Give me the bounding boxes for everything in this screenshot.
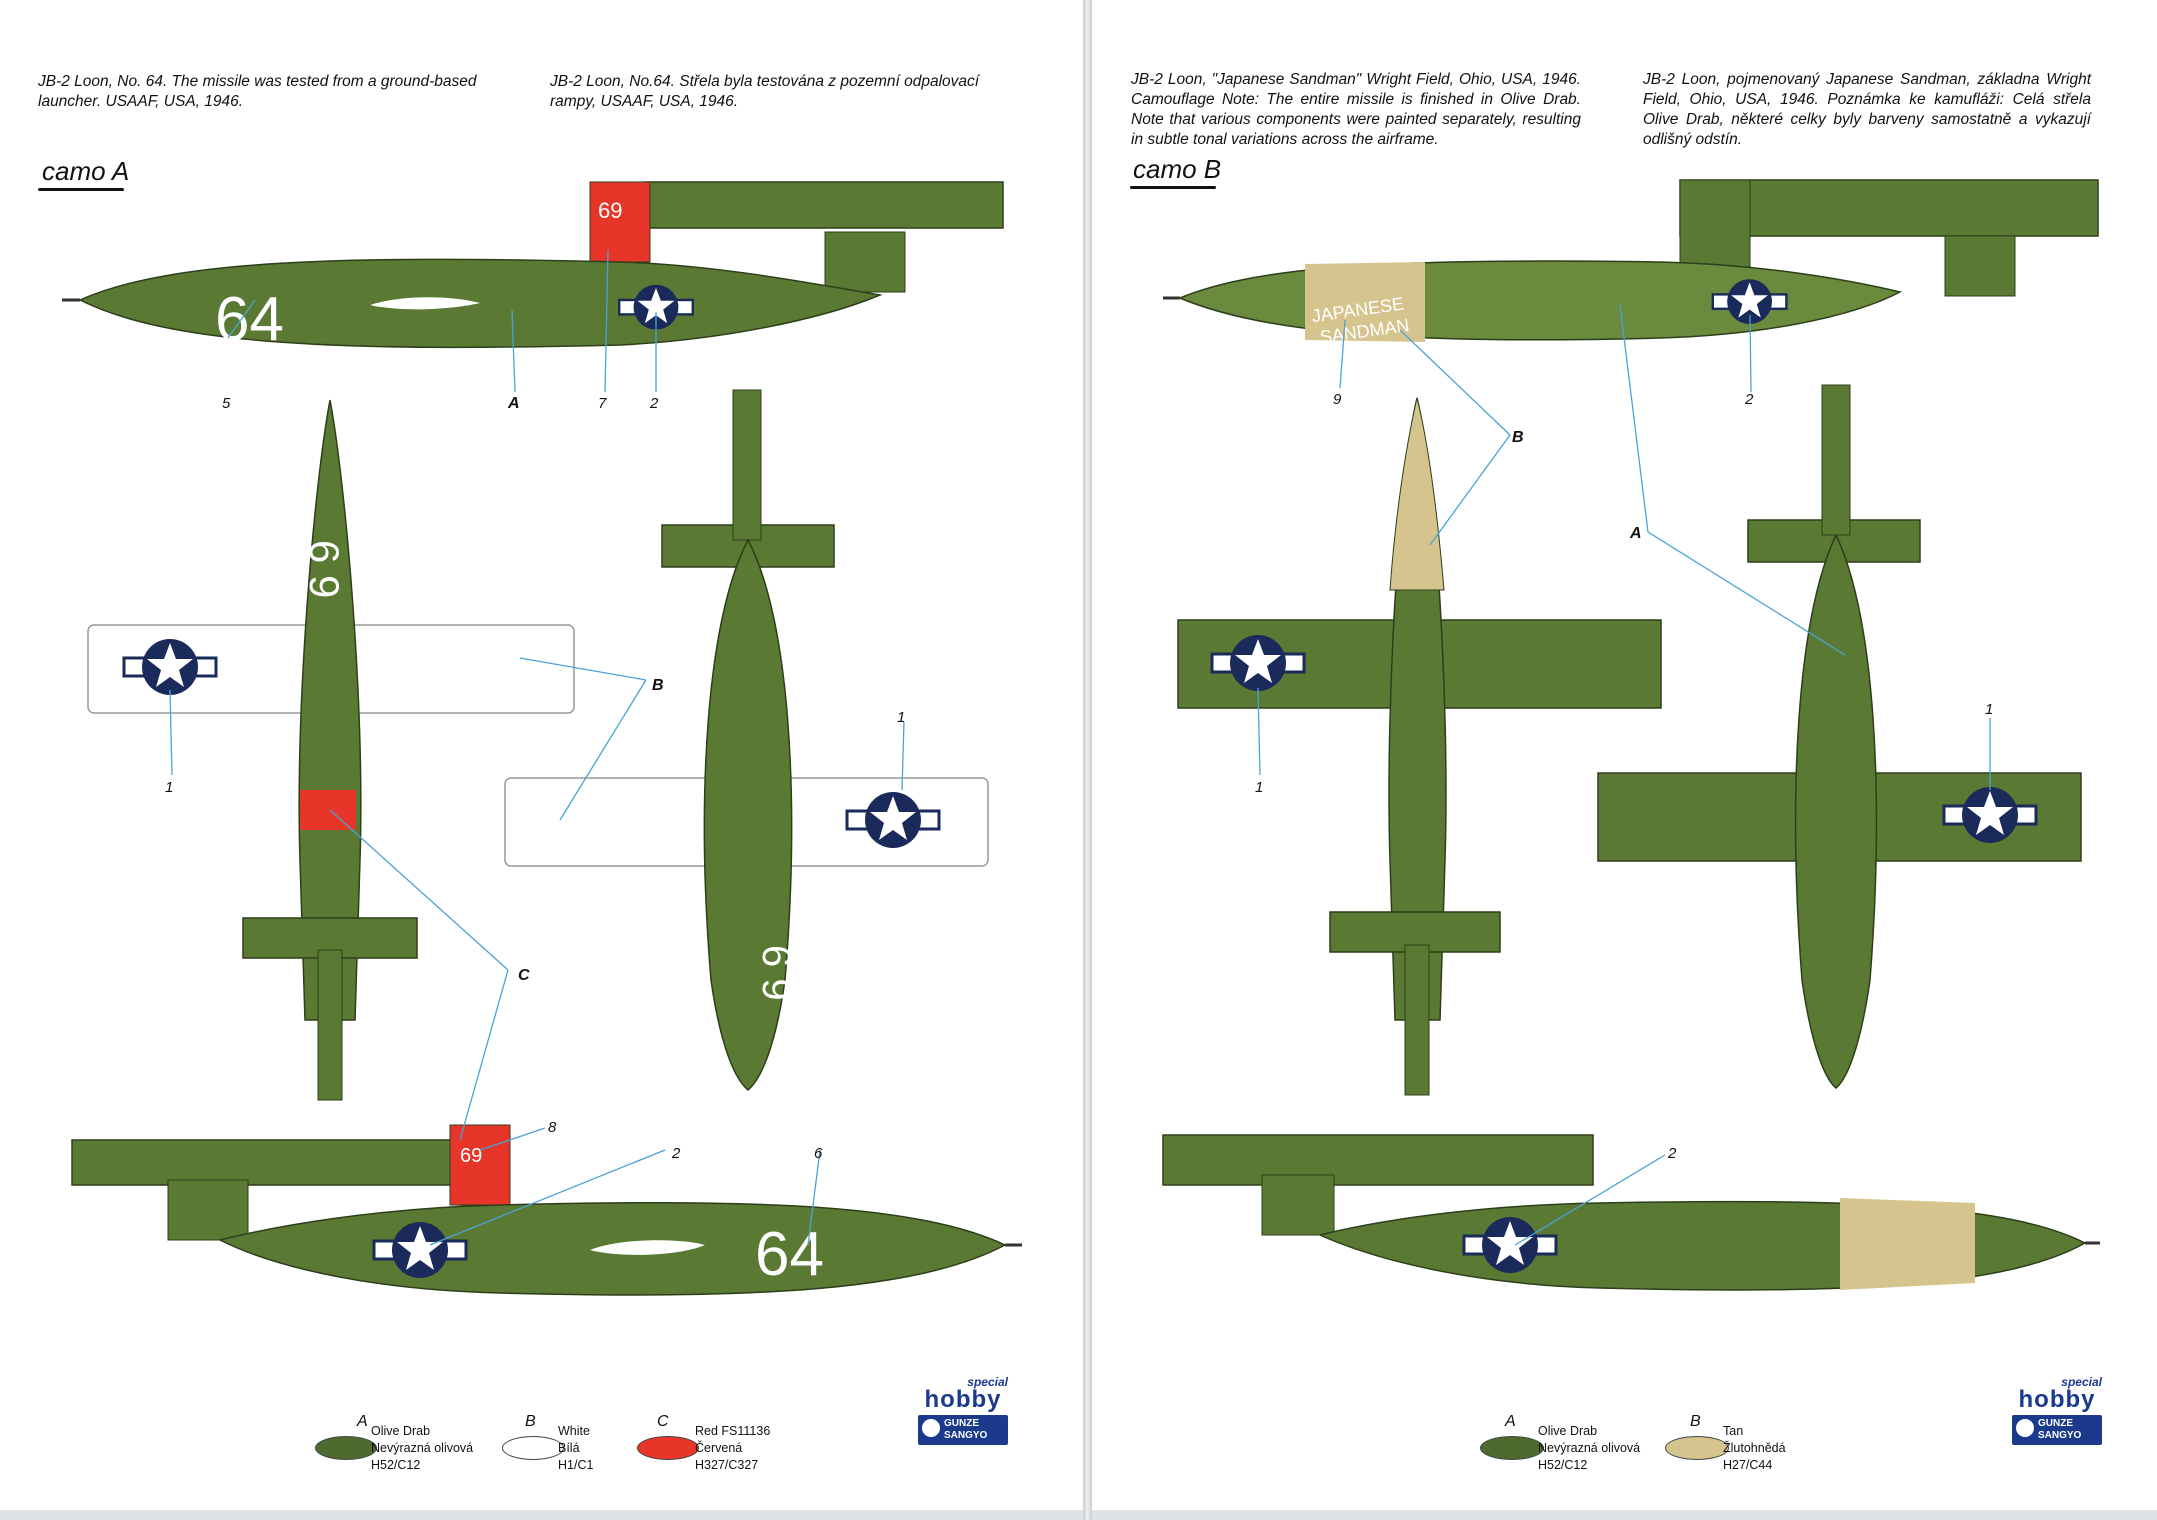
- svg-text:9: 9: [1333, 391, 1342, 408]
- missile-side-view-bottom: 69 64: [71, 1124, 1022, 1296]
- caption-right-en: JB-2 Loon, "Japanese Sandman" Wright Fie…: [1131, 71, 1581, 148]
- caption-left-cz: JB-2 Loon, No.64. Střela byla testována …: [550, 73, 980, 110]
- svg-text:B: B: [1512, 429, 1524, 446]
- red-pylon-tab: [589, 181, 651, 263]
- caption-right-cz: JB-2 Loon, pojmenovaný Japanese Sandman,…: [1643, 71, 2091, 148]
- top-number: 6 9: [301, 540, 348, 598]
- svg-text:2: 2: [671, 1145, 681, 1162]
- missile-side-view-top: 64 69: [62, 181, 1004, 354]
- missile-top-view-left: 6 9: [87, 399, 575, 1101]
- svg-text:6: 6: [814, 1145, 823, 1162]
- svg-text:2: 2: [1744, 391, 1754, 408]
- callout-lines-left: [169, 249, 905, 1246]
- camo-underline-right: [1130, 186, 1216, 189]
- svg-text:1: 1: [897, 709, 905, 726]
- svg-text:5: 5: [222, 395, 231, 412]
- callout-labels-right: 9 2 B A 1 1 2: [1255, 391, 1993, 1162]
- missile-bottom-view-right: [1597, 384, 2082, 1089]
- svg-text:B: B: [652, 677, 664, 694]
- svg-text:7: 7: [598, 395, 607, 412]
- callout-labels-left: 5 A 7 2 B 1 1 C 8 2 6: [165, 395, 905, 1162]
- camo-underline-left: [38, 188, 124, 191]
- belly-number: 6 9: [754, 945, 798, 1001]
- tab-number: 69: [598, 198, 622, 223]
- svg-text:64: 64: [755, 1220, 824, 1289]
- svg-text:2: 2: [1667, 1145, 1677, 1162]
- svg-text:8: 8: [548, 1119, 557, 1136]
- svg-text:C: C: [518, 967, 530, 984]
- svg-text:1: 1: [1985, 701, 1993, 718]
- camo-label-right: camo B: [1133, 154, 1222, 184]
- nose-number: 64: [215, 285, 284, 354]
- page-fold: [1083, 0, 1092, 1520]
- special-hobby-logo-left: special hobby GUNZE SANGYO: [918, 1375, 1008, 1445]
- callout-lines-right: [1257, 304, 1991, 1246]
- missile-side-view-right-top: JAPANESE SANDMAN: [1163, 179, 2099, 347]
- caption-left-en: JB-2 Loon, No. 64. The missile was teste…: [38, 73, 477, 110]
- special-hobby-logo-right: special hobby GUNZE SANGYO: [2012, 1375, 2102, 1445]
- camo-label-left: camo A: [42, 156, 130, 186]
- svg-text:69: 69: [460, 1145, 482, 1167]
- svg-text:A: A: [1629, 525, 1642, 542]
- svg-text:A: A: [507, 395, 520, 412]
- fuselage: [78, 258, 883, 349]
- missile-bottom-view-left: 6 9: [504, 389, 989, 1091]
- pulsejet-duct: [644, 181, 1004, 229]
- svg-text:1: 1: [165, 779, 173, 796]
- missile-top-view-right: [1177, 397, 1662, 1096]
- svg-text:1: 1: [1255, 779, 1263, 796]
- svg-text:2: 2: [649, 395, 659, 412]
- missile-side-view-right-bottom: [1162, 1134, 2100, 1291]
